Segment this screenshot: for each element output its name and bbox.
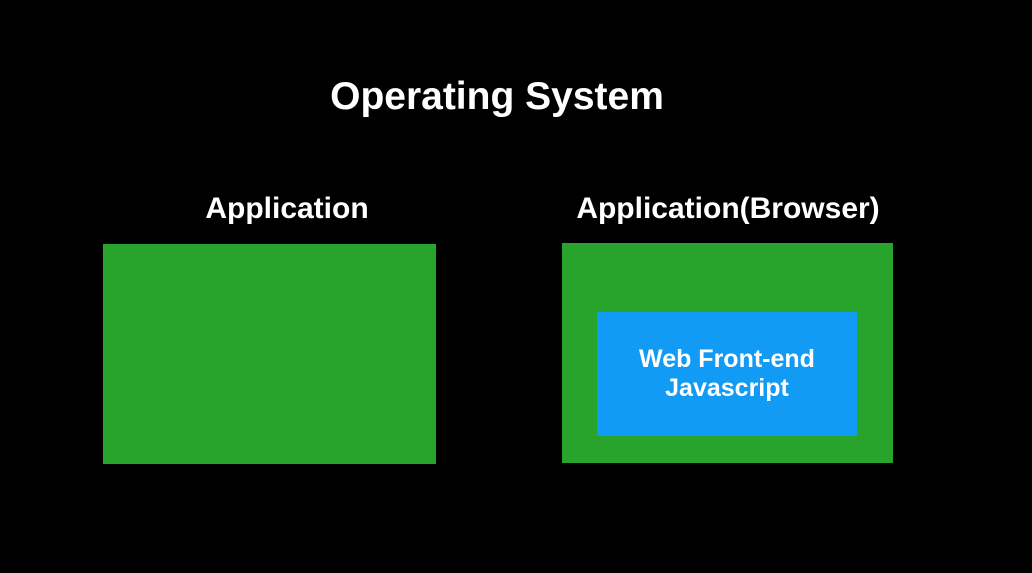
web-frontend-text-line: Web Front-end	[639, 345, 815, 373]
diagram-title: Operating System	[330, 75, 664, 118]
web-frontend-javascript-box: Web Front-end Javascript	[597, 312, 857, 436]
application-browser-box: Web Front-end Javascript	[562, 243, 893, 463]
javascript-text-line: Javascript	[665, 374, 789, 402]
application-label: Application	[205, 192, 369, 225]
application-browser-label: Application(Browser)	[576, 192, 880, 225]
application-box	[103, 244, 436, 464]
